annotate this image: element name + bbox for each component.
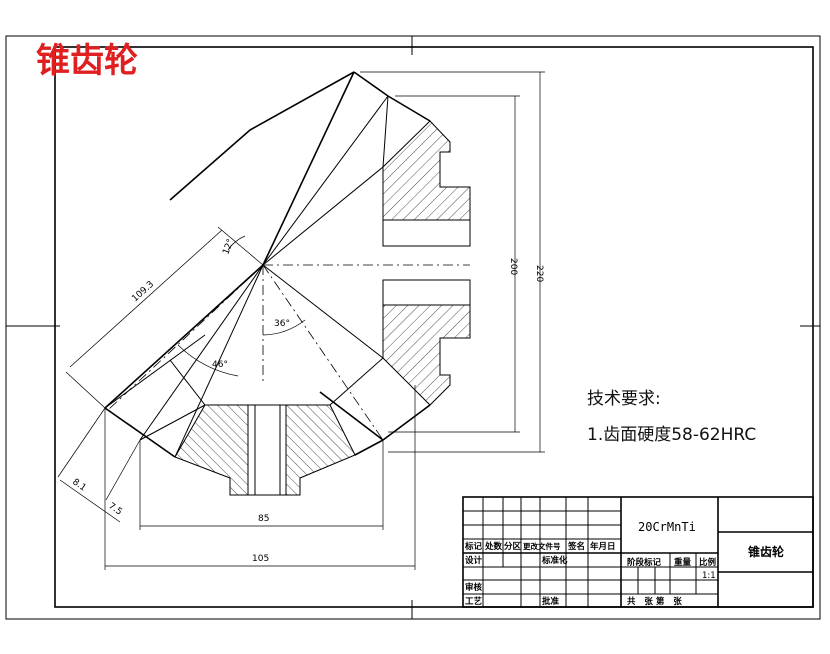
bevel-gear-view xyxy=(104,71,471,496)
section-hatch-lower xyxy=(382,304,471,406)
tb-col-sign: 签名 xyxy=(567,541,585,552)
dim-85: 85 xyxy=(258,514,269,524)
tb-row-process: 工艺 xyxy=(465,596,483,607)
tb-material: 20CrMnTi xyxy=(638,520,696,534)
tb-col-date: 年月日 xyxy=(590,541,616,552)
tb-col-doc: 更改文件号 xyxy=(523,541,561,551)
outer-border xyxy=(5,35,821,620)
tb-col-zone: 分区 xyxy=(504,541,522,552)
tech-req-heading: 技术要求: xyxy=(587,389,661,409)
tech-req-item-1: 1.齿面硬度58-62HRC xyxy=(587,425,756,445)
bore-upper xyxy=(382,219,471,247)
tb-scale-value: 1:1 xyxy=(702,571,716,581)
section-hatch-upper xyxy=(382,120,471,221)
tb-sheets: 共 张 第 张 xyxy=(627,596,682,607)
tb-col-count: 处数 xyxy=(484,541,503,552)
tb-row-approve: 批准 xyxy=(542,596,560,607)
tb-part-name: 锥齿轮 xyxy=(748,544,785,559)
bore-lower xyxy=(382,279,471,306)
tb-weight: 重量 xyxy=(674,557,692,568)
dim-105: 105 xyxy=(252,554,269,564)
dim-200: 200 xyxy=(508,258,518,275)
inner-frame xyxy=(54,46,814,608)
angle-36: 36° xyxy=(274,319,290,329)
dim-8-1: 8.1 xyxy=(70,477,87,493)
dim-220: 220 xyxy=(534,265,544,282)
drawing-title: 锥齿轮 xyxy=(36,41,138,81)
angle-46: 46° xyxy=(212,360,228,370)
tb-col-mark: 标记 xyxy=(464,541,483,552)
tb-stage-mark: 阶段标记 xyxy=(627,557,662,568)
tb-row-design: 设计 xyxy=(465,555,483,566)
tb-scale: 比例 xyxy=(699,557,717,568)
tb-row-review: 审核 xyxy=(465,582,483,593)
title-block: 20CrMnTi 锥齿轮 标记 处数 分区 更改文件号 签名 年月日 设计 标准… xyxy=(462,496,814,608)
tb-row-standard: 标准化 xyxy=(541,555,568,566)
dim-7-5: 7.5 xyxy=(106,501,123,517)
angle-12: 12° xyxy=(221,238,236,256)
